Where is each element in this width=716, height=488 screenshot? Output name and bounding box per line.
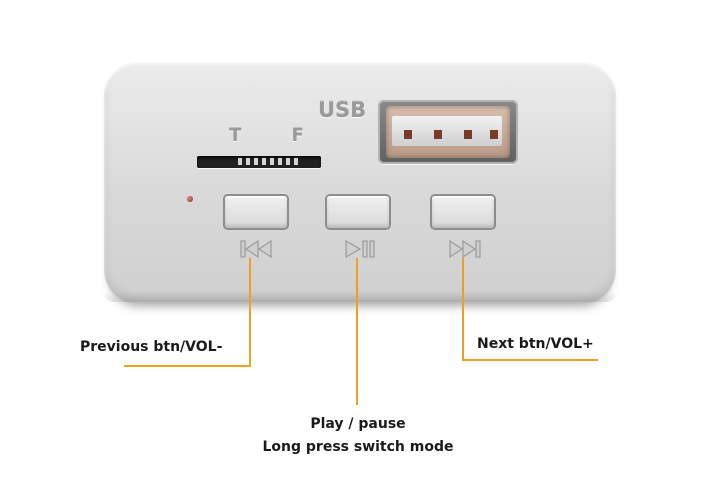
usb-contact — [404, 130, 412, 139]
usb-contact — [434, 130, 442, 139]
callout-label-play-line2: Long press switch mode — [0, 439, 716, 455]
skip-forward-icon — [449, 239, 481, 259]
usb-label: USB — [318, 98, 367, 122]
next-button[interactable] — [432, 196, 494, 228]
previous-button[interactable] — [225, 196, 287, 228]
skip-back-icon — [240, 239, 272, 259]
callout-label-next: Next btn/VOL+ — [477, 336, 594, 352]
usb-contact — [464, 130, 472, 139]
play-pause-icon — [345, 239, 375, 259]
play-pause-button[interactable] — [327, 196, 389, 228]
callout-label-mode-text: Long press switch mode — [262, 439, 454, 455]
tf-card-pins — [238, 158, 302, 165]
callout-label-play-line1: Play / pause — [0, 416, 716, 432]
usb-contact — [490, 130, 498, 139]
panel-edge-shadow — [104, 292, 616, 302]
callout-label-previous: Previous btn/VOL- — [80, 339, 223, 355]
status-led — [187, 196, 193, 202]
callout-label-play-text: Play / pause — [310, 416, 406, 432]
tf-label: T F — [229, 125, 326, 146]
